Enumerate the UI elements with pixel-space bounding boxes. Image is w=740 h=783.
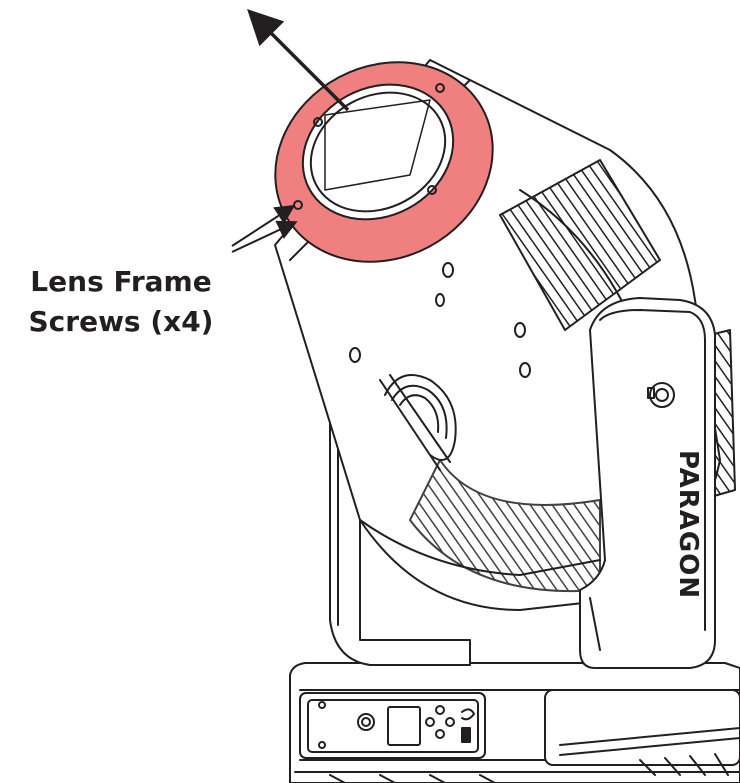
button-icon (435, 705, 445, 715)
connector-icon (357, 713, 375, 731)
lens-frame-screw-icon (435, 83, 445, 93)
button-icon (435, 729, 445, 739)
head-logo-icon (379, 374, 457, 471)
lens-frame-screw-icon (427, 185, 437, 195)
lens-frame-screw-icon (313, 117, 323, 127)
arrow-icon (247, 9, 350, 112)
brand-label: PARAGON (673, 450, 703, 599)
control-panel (299, 692, 486, 759)
callout-line-1: Lens Frame (30, 265, 212, 298)
button-icon (445, 717, 455, 727)
callout-line-2: Screws (x4) (28, 305, 214, 338)
button-icon (425, 717, 435, 727)
logo-icon (461, 708, 475, 721)
tilt-lock-icon (649, 382, 675, 408)
leader-arrow-icon (231, 204, 296, 247)
lens-frame (274, 61, 494, 263)
leader-arrow-icon (231, 220, 298, 253)
callout-label: Lens Frame Screws (x4) (14, 262, 228, 342)
yoke-front-arm (579, 297, 716, 669)
display-screen (387, 706, 421, 746)
